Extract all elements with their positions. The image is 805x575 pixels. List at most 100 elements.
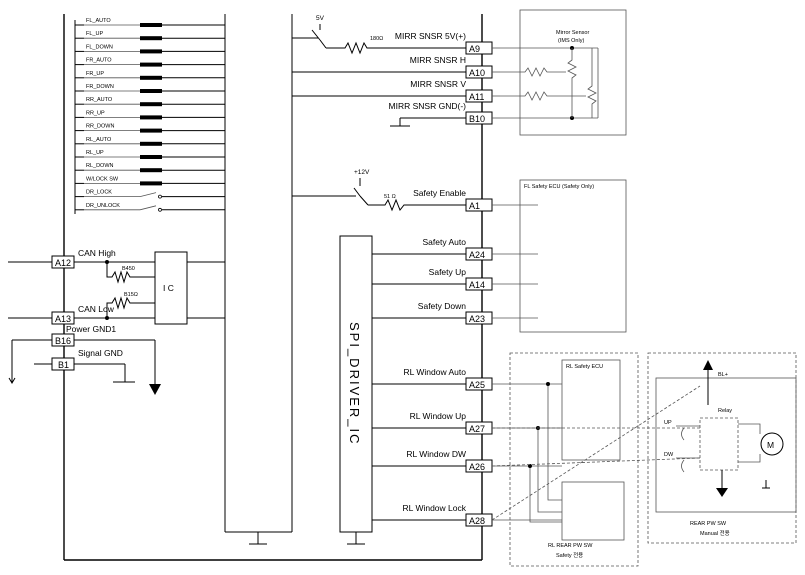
switch-contact: [140, 102, 162, 107]
switch-contact: [139, 192, 157, 197]
pin-A23-label: A23: [469, 314, 485, 324]
rl-node-a: [546, 382, 550, 386]
spi-driver-ic: [339, 235, 373, 533]
motor-label: M: [767, 440, 774, 450]
relay-box: [699, 417, 739, 471]
pin-B16-label: B16: [55, 336, 71, 346]
mirror-h-wiper: [500, 67, 566, 77]
up-label: UP: [664, 420, 672, 426]
pin-B1-label: B1: [58, 360, 69, 370]
switch-label: DR_LOCK: [86, 190, 112, 196]
can-ic-label: I C: [163, 283, 174, 293]
switch-terminal: [158, 207, 162, 212]
can-ic-box: [154, 251, 188, 325]
switch-label: FR_AUTO: [86, 58, 112, 64]
switch-label: RR_AUTO: [86, 97, 113, 103]
switch-label: FR_DOWN: [86, 84, 114, 90]
rl-rear-pw-sw-line2: Safety 전용: [556, 551, 583, 559]
motor-wire-top: [738, 423, 761, 434]
q2-body: [353, 187, 361, 197]
switch-label: RL_DOWN: [86, 163, 114, 169]
r-safety-label: 51 Ω: [384, 194, 396, 200]
switch-terminal: [158, 194, 162, 199]
switch-label: FR_UP: [86, 71, 104, 77]
pin-A11-signal: MIRR SNSR V: [410, 79, 466, 89]
relay-ground-symbol: [716, 488, 728, 497]
pin-A9-signal: MIRR SNSR 5V(+): [395, 31, 466, 41]
pin-A14-label: A14: [469, 280, 485, 290]
q1-emitter: [319, 39, 327, 49]
switch-contact: [140, 62, 162, 67]
can-r1-label: B450: [122, 266, 135, 272]
pin-A10-signal: MIRR SNSR H: [410, 55, 466, 65]
mirror-pot-v: [587, 48, 597, 118]
pin-B10-signal: MIRR SNSR GND(-): [389, 101, 467, 111]
switch-contact: [140, 75, 162, 80]
switch-label: FL_AUTO: [86, 18, 111, 24]
switch-label: DR_UNLOCK: [86, 203, 120, 209]
pin-A10-label: A10: [469, 68, 485, 78]
pin-A24-signal: Safety Auto: [423, 237, 467, 247]
switch-label: FL_UP: [86, 31, 103, 37]
power-gnd-label: Power GND1: [66, 324, 116, 334]
safety-enable-wire: [368, 198, 466, 212]
spi-driver-ic-label: SPI_DRIVER_IC: [347, 322, 362, 446]
switch-contact: [140, 115, 162, 120]
pin-A11-label: A11: [469, 92, 484, 102]
mirror-pot-h: [567, 48, 577, 118]
pin-A1-label: A1: [469, 201, 480, 211]
rl-safety-ecu-label: RL Safety ECU: [566, 364, 603, 370]
dw-label: DW: [664, 452, 674, 458]
q1-collector: [311, 29, 321, 41]
rl-safety-outer: [509, 352, 639, 567]
pin-A26-signal: RL Window DW: [406, 449, 466, 459]
mirror-5v-wire: [326, 41, 466, 55]
pin-A9-label: A9: [469, 44, 480, 54]
pin-A14-signal: Safety Up: [429, 267, 467, 277]
rl-rear-pw-sw-box: [561, 481, 625, 541]
switch-input-group: FL_AUTO FL_UP FL_DOWN FR_AUTO FR_UP FR_DOWN RR…: [75, 18, 225, 212]
switch-contact: [140, 155, 162, 159]
r-mirror-label: 180Ω: [370, 36, 383, 42]
pin-A23-signal: Safety Down: [418, 301, 466, 311]
rl-dw-route: [529, 466, 562, 523]
switch-contact: [140, 168, 162, 173]
motor-icon: [760, 432, 784, 456]
rear-pw-sw-line1: REAR PW SW: [690, 521, 727, 527]
motor-wire-bottom: [738, 454, 761, 463]
switch-label: RL_AUTO: [86, 137, 112, 143]
pin-A1-signal: Safety Enable: [413, 188, 466, 198]
bl-plus-arrow: [703, 360, 713, 370]
relay-label: Relay: [718, 408, 732, 414]
pin-A12-label: A12: [55, 258, 71, 268]
lock-dash-link: [491, 385, 701, 521]
switch-label: RR_DOWN: [86, 124, 114, 130]
fl-safety-ecu-label: FL Safety ECU (Safety Only): [524, 184, 594, 190]
pin-A26-label: A26: [469, 462, 485, 472]
switch-contact: [140, 49, 162, 54]
dw-switch-contact: [681, 459, 685, 473]
fl-safety-ecu-box: [519, 179, 627, 333]
switch-contact: [139, 205, 157, 211]
can-r2-label: B15Ω: [124, 292, 138, 298]
can-low-resistor: [106, 296, 155, 318]
ext-ground-arrow: [8, 377, 16, 384]
rl-rear-pw-sw-line1: RL REAR PW SW: [548, 543, 593, 549]
mirror-sensor-title: Mirror Sensor: [556, 30, 589, 36]
pin-A28-label: A28: [469, 516, 485, 526]
signal-gnd-label: Signal GND: [78, 348, 123, 358]
rl-auto-route: [547, 384, 562, 501]
switch-contact: [140, 89, 162, 93]
switch-contact: [140, 36, 162, 41]
can-low-label: CAN Low: [78, 304, 115, 314]
switch-contact: [140, 141, 162, 146]
rear-pw-sw-inner: [655, 377, 797, 513]
pin-A27-label: A27: [469, 424, 485, 434]
can-high-label: CAN High: [78, 248, 116, 258]
pin-A25-signal: RL Window Auto: [403, 367, 466, 377]
switch-label: FL_DOWN: [86, 44, 113, 50]
q2-emitter: [359, 195, 369, 206]
pin-B10-label: B10: [469, 114, 485, 124]
